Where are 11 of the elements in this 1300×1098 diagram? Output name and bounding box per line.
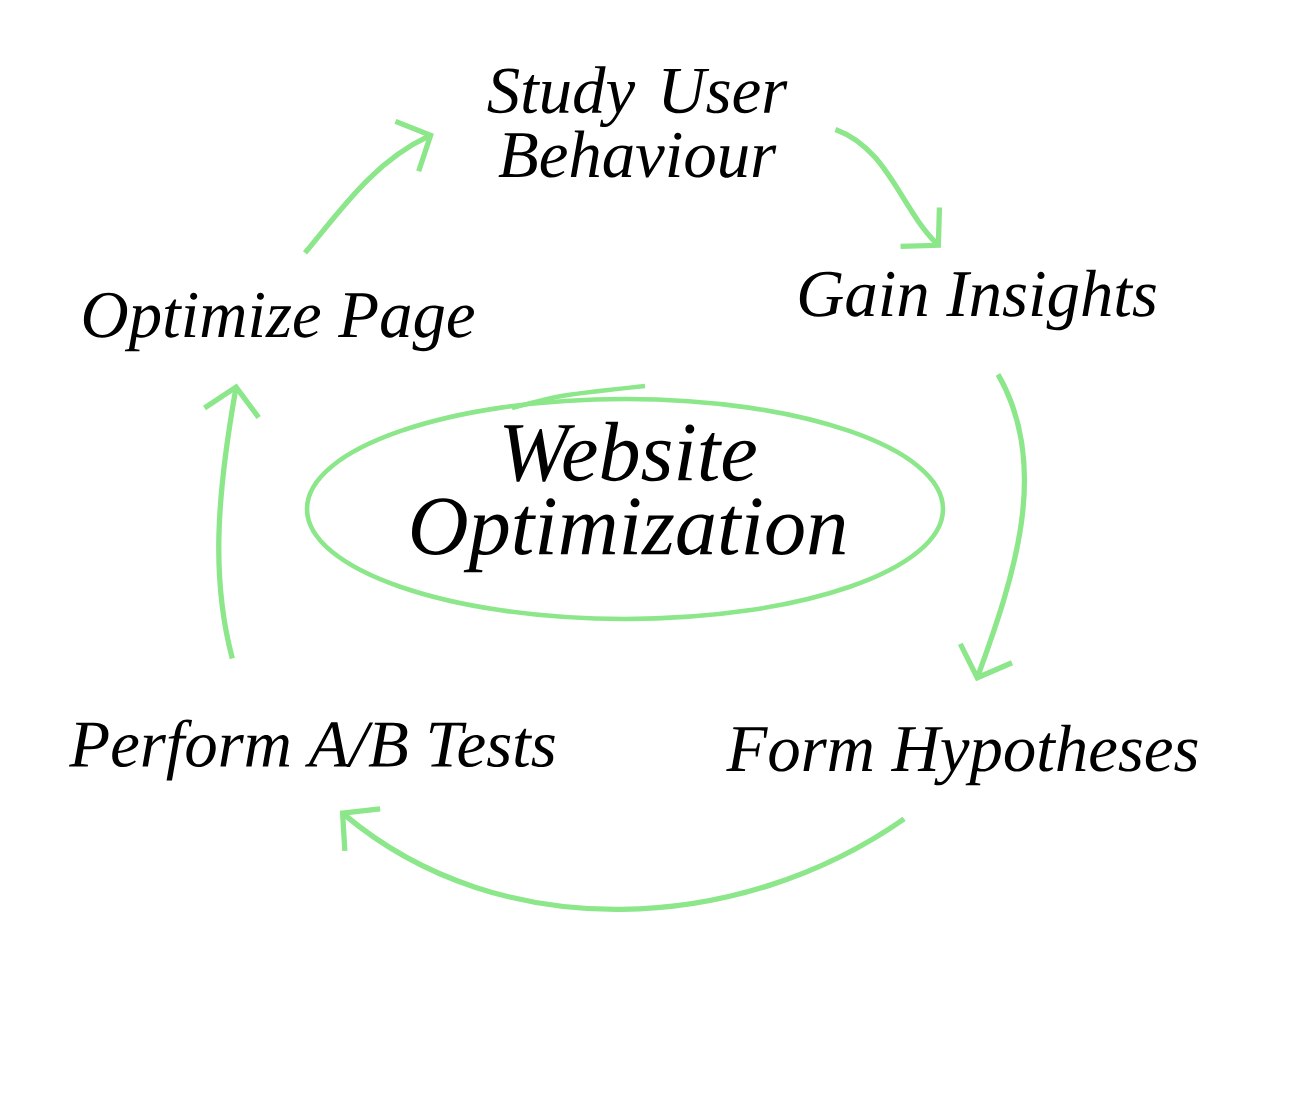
arrow (302, 118, 434, 255)
arrow (957, 373, 1028, 682)
step-label: Perform A/B Tests (69, 719, 555, 781)
step-label: Gain Insights (799, 269, 1156, 331)
step-label: Form Hypotheses (726, 724, 1198, 786)
ellipse-label: Website Optimization (304, 383, 946, 622)
step-label: Study User Behaviour (487, 66, 788, 178)
arrow (834, 127, 943, 249)
step-label: Optimize Page (83, 292, 474, 352)
arrow (339, 806, 906, 912)
arrow (203, 383, 261, 660)
